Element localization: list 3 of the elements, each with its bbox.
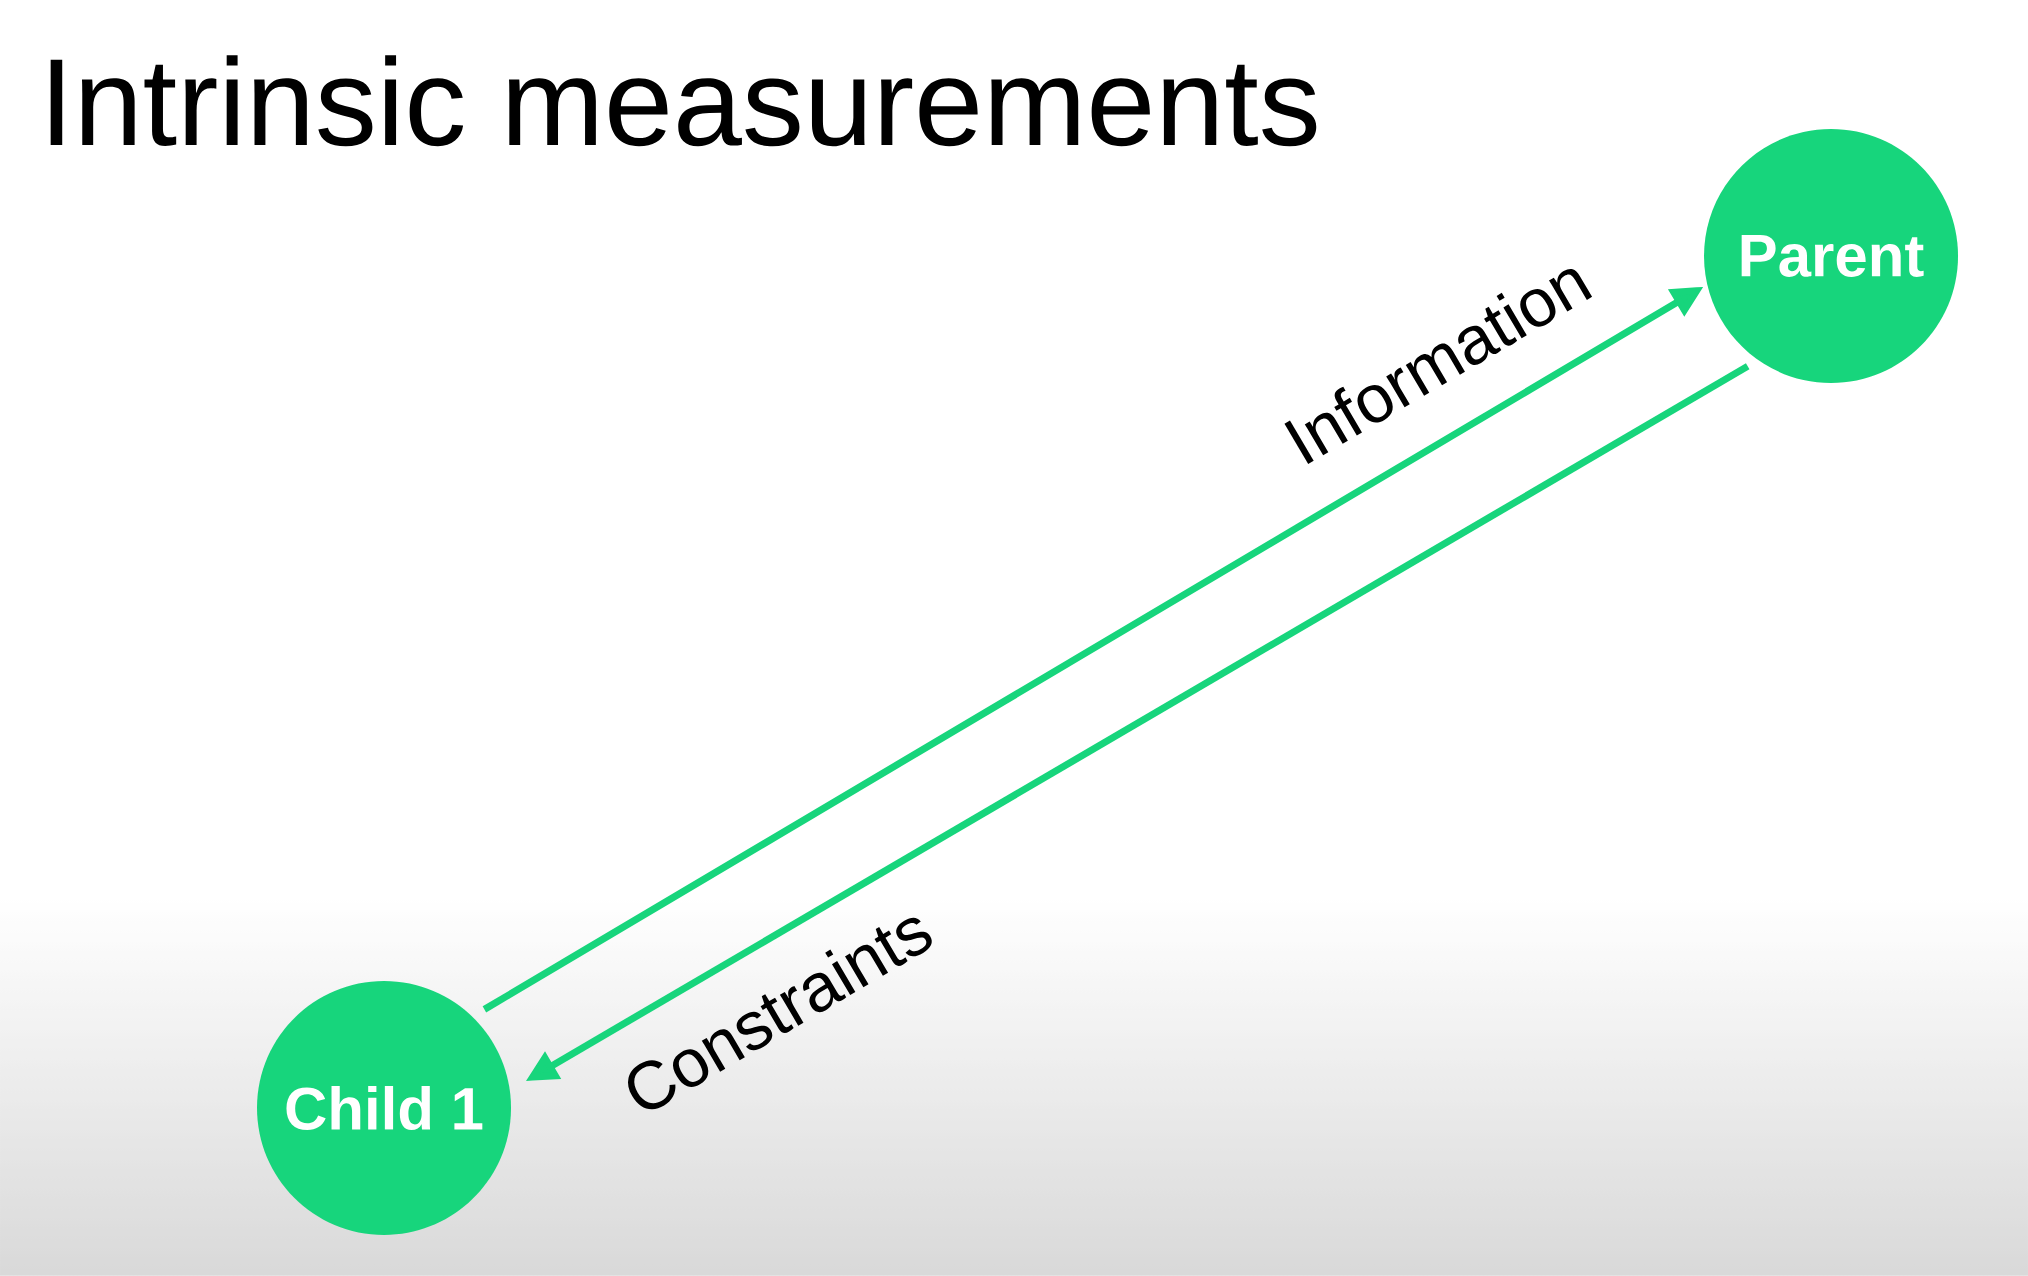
- circle-node: Child 1: [257, 981, 511, 1235]
- title: Intrinsic measurements: [50, 55, 1317, 147]
- circle-node: Parent: [1704, 129, 1958, 383]
